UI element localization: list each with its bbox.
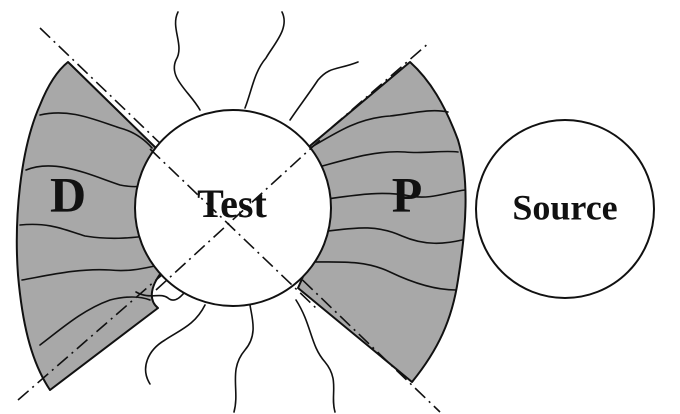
p-flow-line [317, 227, 463, 245]
d-flow-line [21, 265, 156, 281]
source-circle [475, 119, 655, 299]
p-flow-line [309, 261, 457, 291]
test-flow-line [135, 287, 189, 301]
d-flow-line [19, 223, 148, 240]
d-label: D [50, 166, 86, 222]
p-label: P [392, 166, 423, 222]
test-flow-line [144, 304, 206, 385]
p-flow-line [319, 189, 466, 201]
test-flow-line [289, 61, 359, 121]
p-flow-line [309, 109, 449, 149]
test-label: Test [197, 181, 267, 226]
test-flow-line [173, 11, 201, 111]
test-circle [134, 109, 332, 307]
guide-line-overlay [155, 139, 321, 291]
p-flow-line [314, 150, 459, 169]
source-label: Source [512, 187, 617, 227]
d-flow-line [39, 112, 153, 149]
test-flow-line [233, 304, 254, 413]
test-flow-line [295, 299, 336, 413]
guide-line-overlay [149, 148, 317, 309]
d-flow-line [39, 296, 151, 346]
guide-line [39, 27, 441, 413]
test-flow-line [244, 11, 285, 109]
